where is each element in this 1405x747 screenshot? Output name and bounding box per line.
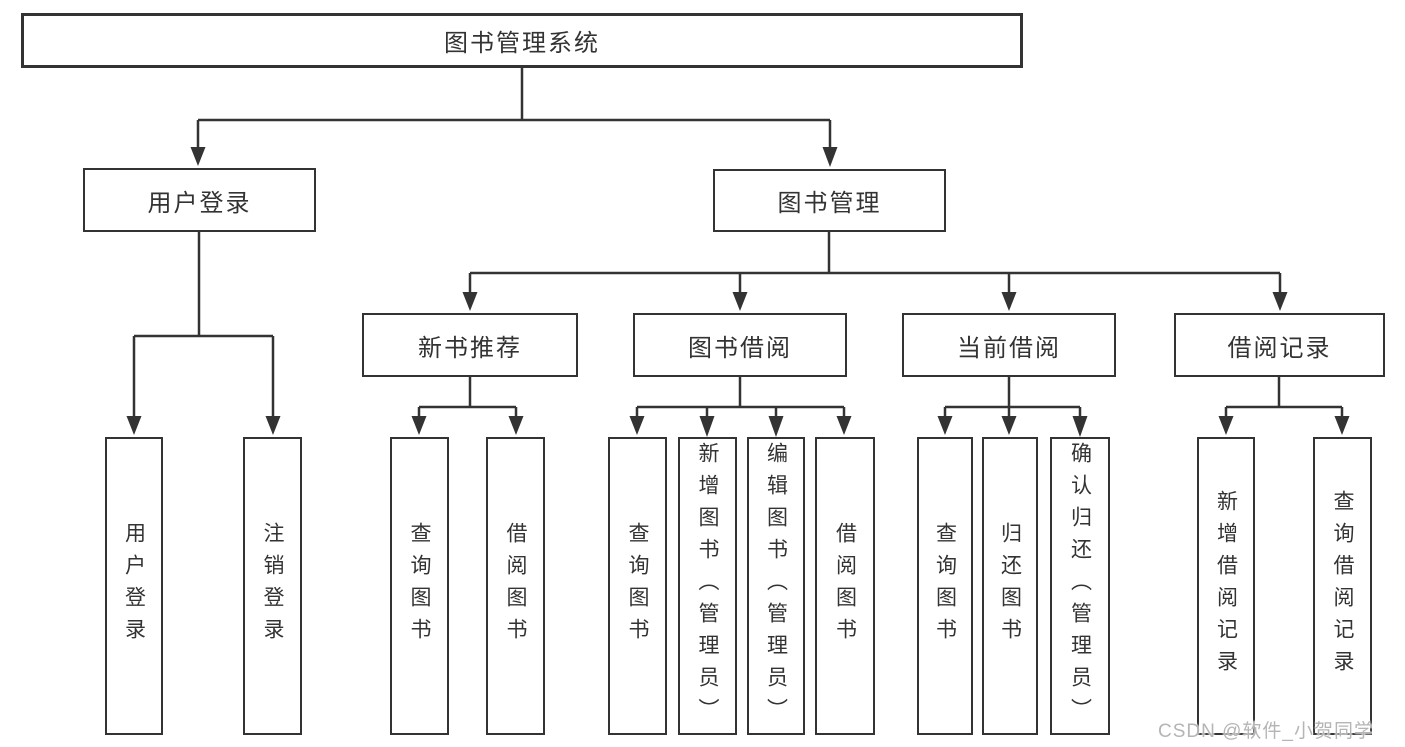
leaf-query-borrow-record: 查询借阅记录 bbox=[1313, 437, 1372, 735]
node-current-borrowing: 当前借阅 bbox=[902, 313, 1116, 377]
leaf-confirm-return-admin: 确认归还（管理员） bbox=[1050, 437, 1110, 735]
node-book-borrowing: 图书借阅 bbox=[633, 313, 847, 377]
leaf-borrow-books: 借阅图书 bbox=[815, 437, 875, 735]
leaf-return-books: 归还图书 bbox=[982, 437, 1038, 735]
csdn-watermark: CSDN @软件_小贺同学 bbox=[1158, 721, 1374, 742]
leaf-edit-books-admin: 编辑图书（管理员） bbox=[747, 437, 805, 735]
leaf-label: 查询借阅记录 bbox=[1331, 490, 1354, 682]
node-new-book-recommendation: 新书推荐 bbox=[362, 313, 578, 377]
leaf-label: 注销登录 bbox=[261, 522, 284, 650]
leaf-label: 编辑图书（管理员） bbox=[764, 442, 788, 730]
leaf-label: 查询图书 bbox=[933, 522, 957, 650]
node-library-management-system: 图书管理系统 bbox=[21, 13, 1023, 68]
leaf-label: 确认归还（管理员） bbox=[1068, 442, 1092, 730]
node-borrowing-records: 借阅记录 bbox=[1174, 313, 1385, 377]
leaf-user-login: 用户登录 bbox=[105, 437, 163, 735]
leaf-query-books: 查询图书 bbox=[608, 437, 667, 735]
leaf-add-books-admin: 新增图书（管理员） bbox=[678, 437, 737, 735]
leaf-label: 查询图书 bbox=[408, 522, 431, 650]
leaf-query-books: 查询图书 bbox=[390, 437, 449, 735]
leaf-query-books: 查询图书 bbox=[917, 437, 973, 735]
leaf-label: 借阅图书 bbox=[833, 522, 857, 650]
leaf-label: 借阅图书 bbox=[504, 522, 527, 650]
leaf-label: 查询图书 bbox=[626, 522, 649, 650]
leaf-label: 归还图书 bbox=[998, 522, 1022, 650]
leaf-logout: 注销登录 bbox=[243, 437, 302, 735]
leaf-add-borrow-record: 新增借阅记录 bbox=[1197, 437, 1255, 735]
leaf-label: 用户登录 bbox=[122, 522, 146, 650]
leaf-label: 新增借阅记录 bbox=[1214, 490, 1238, 682]
node-book-management: 图书管理 bbox=[713, 169, 946, 232]
leaf-label: 新增图书（管理员） bbox=[696, 442, 719, 730]
leaf-borrow-books: 借阅图书 bbox=[486, 437, 545, 735]
node-user-login: 用户登录 bbox=[83, 168, 316, 232]
arrowheads bbox=[126, 147, 1350, 437]
